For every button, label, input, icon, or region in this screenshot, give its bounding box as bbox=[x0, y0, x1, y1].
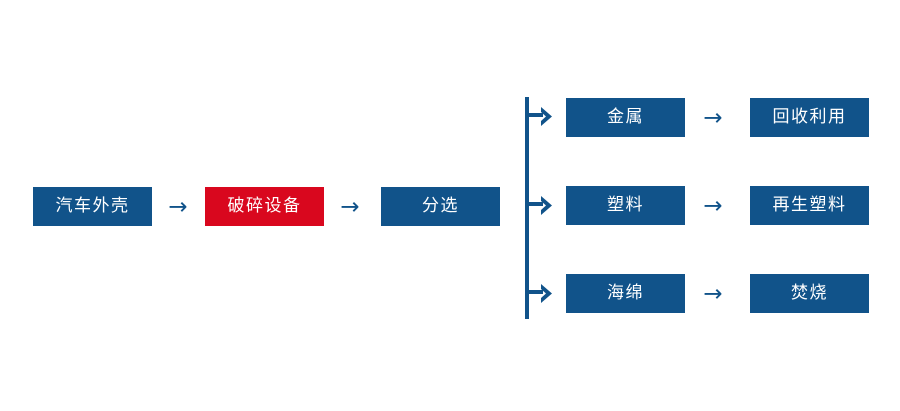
node-recycled-plastic[interactable]: 再生塑料 bbox=[750, 186, 869, 225]
branch-arrow-icon-metal bbox=[527, 106, 555, 128]
node-crushing-equipment[interactable]: 破碎设备 bbox=[205, 187, 324, 226]
node-plastic[interactable]: 塑料 bbox=[566, 186, 685, 225]
right-arrow-icon: → bbox=[703, 281, 723, 307]
right-arrow-icon: → bbox=[703, 105, 723, 131]
right-arrow-icon: → bbox=[703, 193, 723, 219]
node-incineration[interactable]: 焚烧 bbox=[750, 274, 869, 313]
node-metal[interactable]: 金属 bbox=[566, 98, 685, 137]
distribution-bus-line bbox=[525, 97, 529, 319]
right-arrow-icon: → bbox=[340, 194, 360, 220]
node-sorting[interactable]: 分选 bbox=[381, 187, 500, 226]
node-recycle-reuse[interactable]: 回收利用 bbox=[750, 98, 869, 137]
branch-arrow-icon-plastic bbox=[527, 195, 555, 217]
right-arrow-icon: → bbox=[168, 194, 188, 220]
node-sponge[interactable]: 海绵 bbox=[566, 274, 685, 313]
branch-arrow-icon-sponge bbox=[527, 283, 555, 305]
node-car-shell[interactable]: 汽车外壳 bbox=[33, 187, 152, 226]
